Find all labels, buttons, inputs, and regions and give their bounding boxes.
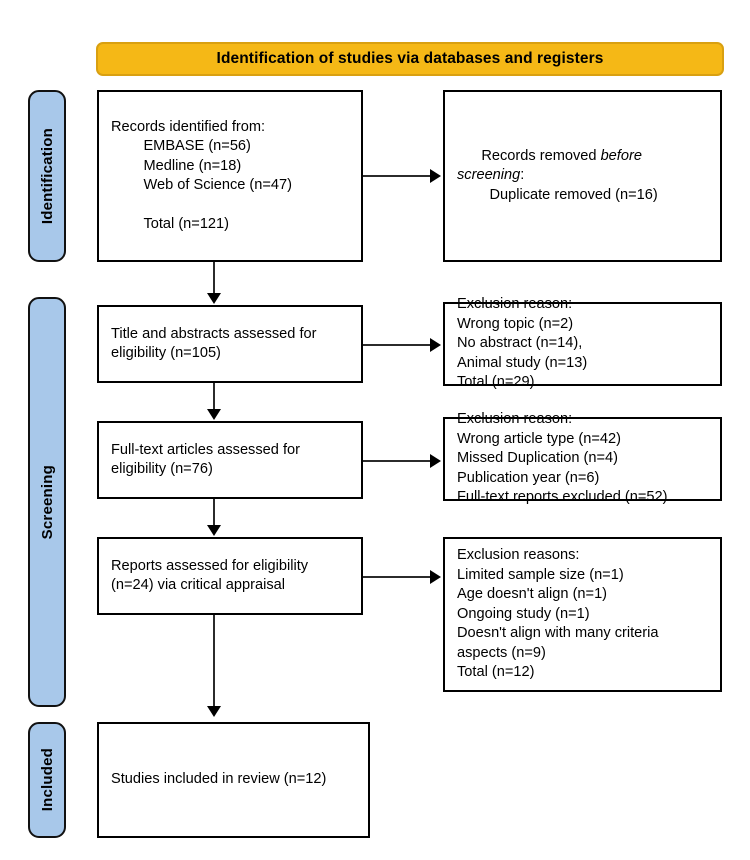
connector-identified-to-removed-line xyxy=(363,175,432,177)
stage-label-included: Included xyxy=(38,748,56,812)
stage-bar-identification: Identification xyxy=(28,90,66,262)
reports-assessed-box: Reports assessed for eligibility (n=24) … xyxy=(97,537,363,615)
connector-identified-to-removed-arrow xyxy=(430,169,441,183)
connector-fulltext-to-excluded-arrow xyxy=(430,454,441,468)
connector-reports-to-included-arrow xyxy=(207,706,221,717)
records-removed-lines: Duplicate removed (n=16) xyxy=(489,186,658,203)
reports-excluded-text: Exclusion reasons: Limited sample size (… xyxy=(457,547,659,681)
stage-label-screening: Screening xyxy=(38,464,56,540)
reports-excluded-box: Exclusion reasons: Limited sample size (… xyxy=(443,537,722,692)
records-removed-text: Records removed before screening: Duplic… xyxy=(457,127,710,225)
fulltext-assessed-text: Full-text articles assessed for eligibil… xyxy=(111,441,300,478)
connector-identified-to-screened-arrow xyxy=(207,293,221,304)
title-abstract-screened-box: Title and abstracts assessed for eligibi… xyxy=(97,305,363,383)
title-abstract-excluded-text: Exclusion reason: Wrong topic (n=2) No a… xyxy=(457,296,588,391)
connector-screened-to-excluded-line xyxy=(363,344,432,346)
connector-fulltext-to-reports-line xyxy=(213,499,215,529)
connector-reports-to-excluded-line xyxy=(363,576,432,578)
connector-reports-to-included-line xyxy=(213,615,215,710)
fulltext-excluded-text: Exclusion reason: Wrong article type (n=… xyxy=(457,411,668,506)
records-removed-italic: before screening xyxy=(457,147,647,184)
connector-screened-to-excluded-arrow xyxy=(430,338,441,352)
connector-fulltext-to-reports-arrow xyxy=(207,525,221,536)
connector-reports-to-excluded-arrow xyxy=(430,570,441,584)
reports-assessed-text: Reports assessed for eligibility (n=24) … xyxy=(111,557,309,594)
fulltext-excluded-box: Exclusion reason: Wrong article type (n=… xyxy=(443,411,722,505)
connector-screened-to-fulltext-arrow xyxy=(207,409,221,420)
title-abstract-screened-text: Title and abstracts assessed for eligibi… xyxy=(111,325,317,362)
studies-included-box: Studies included in review (n=12) xyxy=(97,722,370,838)
records-removed-suffix: : xyxy=(520,167,525,184)
fulltext-assessed-box: Full-text articles assessed for eligibil… xyxy=(97,421,363,499)
title-abstract-excluded-box: Exclusion reason: Wrong topic (n=2) No a… xyxy=(443,296,722,390)
studies-included-text: Studies included in review (n=12) xyxy=(111,771,327,788)
stage-bar-screening: Screening xyxy=(28,297,66,707)
stage-label-identification: Identification xyxy=(38,127,56,225)
connector-screened-to-fulltext-line xyxy=(213,383,215,413)
connector-fulltext-to-excluded-line xyxy=(363,460,432,462)
stage-bar-included: Included xyxy=(28,722,66,838)
records-removed-prefix: Records removed xyxy=(481,147,601,164)
connector-identified-to-screened-line xyxy=(213,262,215,299)
records-identified-box: Records identified from: EMBASE (n=56) M… xyxy=(97,90,363,262)
section-header-identification: Identification of studies via databases … xyxy=(96,42,724,76)
records-removed-box: Records removed before screening: Duplic… xyxy=(443,90,722,262)
records-identified-text: Records identified from: EMBASE (n=56) M… xyxy=(111,118,293,233)
